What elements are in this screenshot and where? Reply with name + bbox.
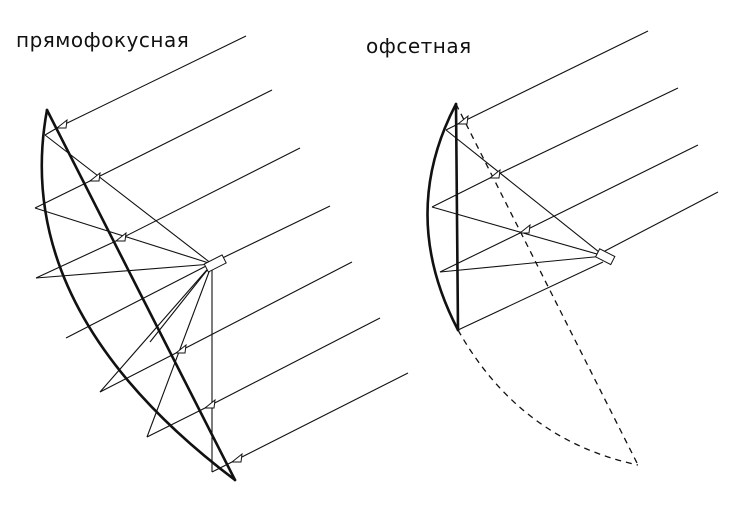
incoming-ray [115,147,301,242]
ray-to-dish [65,263,211,339]
incoming-ray [231,372,409,463]
reflected-ray [439,255,605,273]
offset-aperture-line [454,102,460,332]
ray-arrowhead [55,118,68,129]
offset-dish-surface [426,102,460,332]
ray-to-dish [211,461,233,473]
incoming-ray [519,144,699,234]
parent-parabola-outline [457,329,639,466]
reflected-ray [35,263,213,279]
incoming-ray [209,205,331,265]
prime-dish-surface [40,108,237,482]
ray-arrowhead [456,114,469,125]
ray-to-dish [44,127,58,136]
incoming-ray [56,35,247,129]
reflected-ray [44,134,213,265]
offset-label: офсетная [366,34,472,58]
prime-feed-horn [203,254,227,273]
offset-dish-group [426,30,719,466]
incoming-ray [175,261,353,354]
prime-focus-dish-group [34,35,409,482]
offset-feed-horn [594,248,616,266]
reflected-ray [99,263,213,393]
incoming-ray [204,317,381,409]
ray-arrowhead [114,231,127,242]
incoming-ray [457,30,649,125]
incoming-ray [89,89,273,182]
ray-to-dish [99,352,177,393]
ray-arrowhead [203,398,216,409]
parent-aperture-line [455,103,639,466]
ray-to-dish [146,407,206,438]
ray-arrowhead [88,171,101,182]
ray-to-dish [431,177,491,208]
prime-aperture-line [45,108,237,482]
ray-arrowhead [488,168,501,179]
reflected-ray [431,206,605,257]
incoming-ray [457,261,604,331]
prime-focus-label: прямофокусная [16,28,190,52]
incoming-ray [602,191,719,253]
reflected-ray [445,129,605,257]
ray-arrowhead [230,452,243,463]
ray-to-dish [439,232,521,273]
ray-arrowhead [174,343,187,354]
ray-to-dish [35,240,117,279]
reflected-ray [149,263,213,343]
ray-arrowhead [518,223,531,234]
incoming-ray [489,87,679,179]
